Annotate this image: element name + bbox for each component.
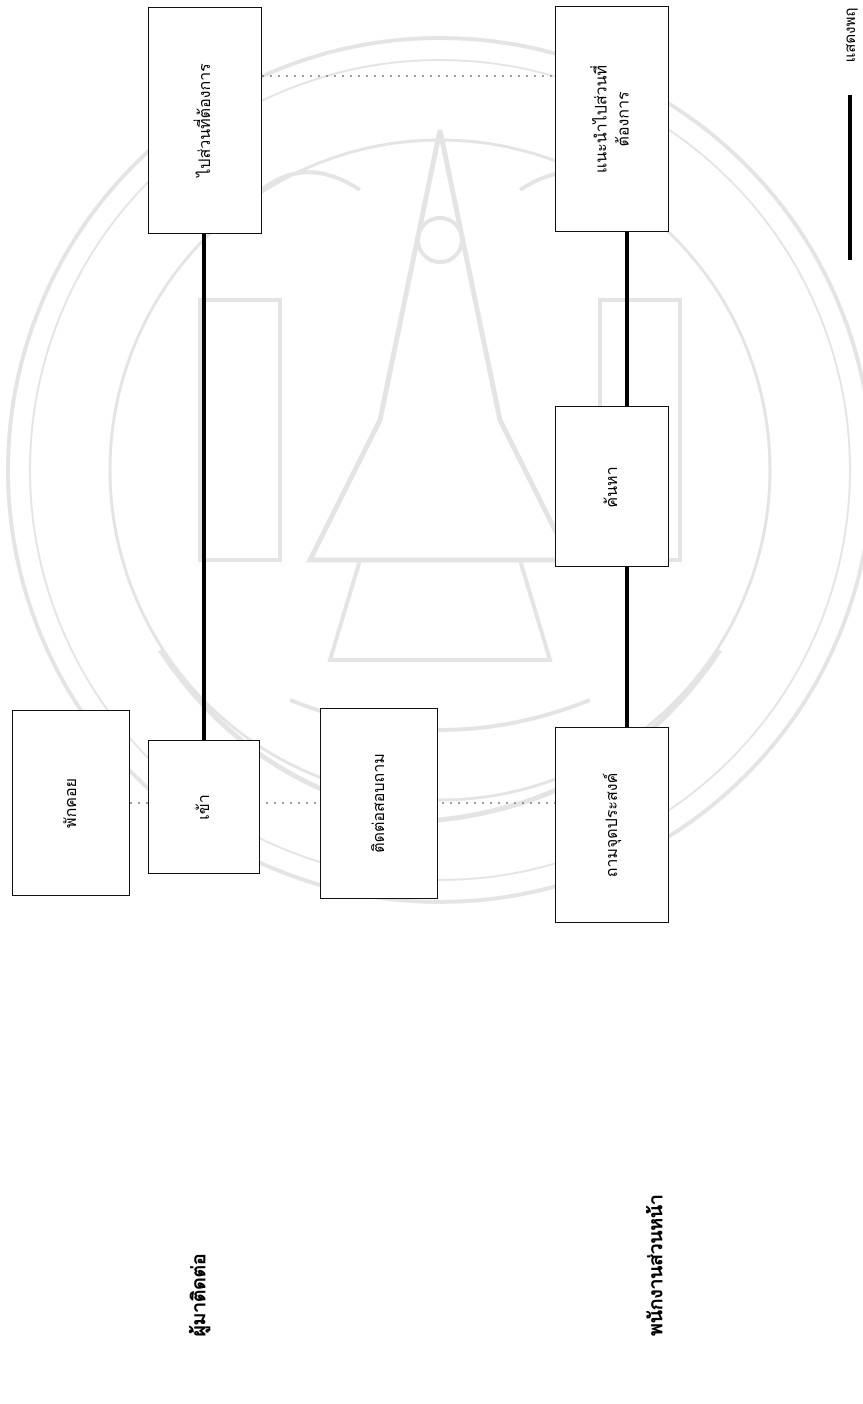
legend-label: แสดงพฤ [840, 7, 859, 63]
step-guide-box [555, 6, 669, 232]
step-go-to-section-box [148, 7, 262, 234]
step-ask-purpose-box [555, 727, 669, 923]
step-search-box [555, 406, 669, 567]
step-contact-ask-box [320, 708, 438, 899]
step-rest-box [12, 710, 130, 896]
step-enter-box [148, 740, 260, 874]
